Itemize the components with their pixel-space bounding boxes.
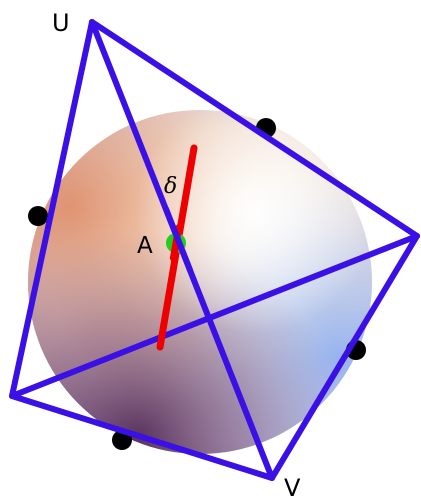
edge-left-right — [9, 233, 420, 399]
tangent-point-left — [28, 206, 48, 226]
tangent-points — [28, 118, 366, 450]
label-segment-delta: δ — [164, 174, 177, 199]
edge-u-v-overlap — [163, 206, 193, 273]
label-vertex-v: V — [284, 474, 301, 499]
edge-u-left — [9, 19, 95, 399]
label-vertex-u: U — [52, 9, 70, 37]
edge-right-v — [269, 233, 420, 481]
edge-u-right — [89, 19, 420, 239]
label-point-a: A — [137, 233, 153, 259]
inscribed-sphere — [28, 110, 372, 454]
edge-left-v — [9, 393, 275, 481]
